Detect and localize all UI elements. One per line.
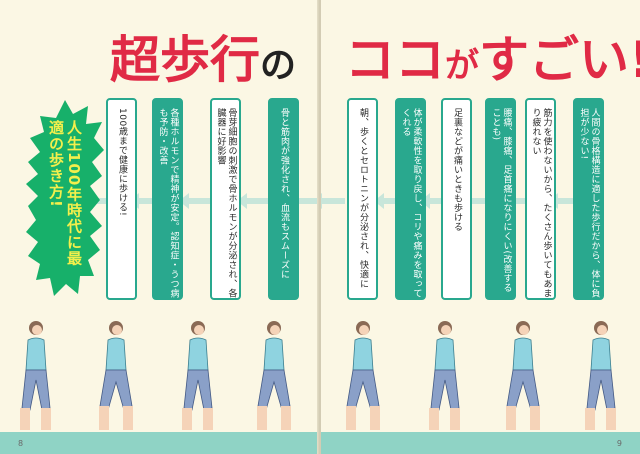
flow-arrow: [462, 193, 485, 209]
left-page: 超歩行の 人生100年時代に最適の歩き方! 100歳まで健康に歩ける! 各種ホル…: [0, 0, 319, 454]
benefit-text: 骨芽細胞の刺激で骨ホルモンが分泌され、各臓器に好影響: [215, 108, 237, 298]
walking-woman-illustration: [257, 321, 291, 430]
benefit-text: 足裏などが痛いときも歩ける: [452, 108, 462, 232]
book-gutter: [317, 0, 323, 454]
title-left: 超歩行の: [110, 32, 296, 94]
benefit-box-right-1: 人間の骨格構造に適した歩行だから、体に負担が少ない!: [573, 98, 604, 300]
benefit-text: 体が柔軟性を取り戻し、コリや痛みを取ってくれる: [400, 108, 422, 298]
walking-woman-illustration: [20, 321, 51, 430]
flow-arrow: [321, 193, 345, 209]
benefit-box-left-2: 骨芽細胞の刺激で骨ホルモンが分泌され、各臓器に好影響: [210, 98, 241, 300]
benefit-box-right-5: 体が柔軟性を取り戻し、コリや痛みを取ってくれる: [395, 98, 426, 300]
benefit-box-left-4: 100歳まで健康に歩ける!: [106, 98, 137, 300]
benefit-box-right-2: 筋力を使わないから、たくさん歩いてもあまり疲れない: [525, 98, 556, 300]
flow-arrow: [374, 193, 397, 209]
title-sugoi: すごい!: [479, 31, 640, 89]
flow-arrow: [129, 193, 152, 209]
benefit-text: 朝、歩くとセロトニンが分泌され、快適に: [358, 108, 368, 289]
flow-arrow: [179, 193, 210, 209]
benefit-box-right-4: 足裏などが痛いときも歩ける: [441, 98, 472, 300]
walking-woman-illustration: [429, 321, 460, 430]
floor-band: [0, 432, 319, 454]
benefit-box-left-1: 骨と筋肉が強化され、血流もスムーズに: [268, 98, 299, 300]
benefit-text: 各種ホルモンで精神が安定。認知症・うつ病も予防・改善: [157, 108, 179, 298]
benefit-text: 筋力を使わないから、たくさん歩いてもあまり疲れない: [530, 108, 552, 298]
right-page: ココがすごい! 朝、歩くとセロトニンが分泌され、快適に 体が柔軟性を取り戻し、コ…: [321, 0, 640, 454]
floor-band: [321, 432, 640, 454]
page-number-left: 8: [18, 439, 24, 448]
starburst-label: 人生100年時代に最適の歩き方!: [47, 120, 83, 267]
starburst-badge: [26, 100, 104, 296]
title-koko: ココ: [345, 31, 445, 89]
benefit-text: 100歳まで健康に歩ける!: [117, 108, 127, 217]
benefit-box-right-3: 腰痛、膝痛、足首痛になりにくい(改善することも): [485, 98, 516, 300]
page-number-right: 9: [616, 439, 622, 448]
flow-arrow: [237, 193, 268, 209]
walking-woman-illustration: [585, 321, 616, 430]
benefit-box-right-6: 朝、歩くとセロトニンが分泌され、快適に: [347, 98, 378, 300]
walking-woman-illustration: [182, 321, 213, 430]
title-particle-no: の: [260, 45, 297, 86]
benefit-text: 腰痛、膝痛、足首痛になりにくい(改善することも): [490, 108, 512, 293]
walking-woman-illustration: [99, 321, 133, 430]
starburst-text: 人生100年時代に最適の歩き方!: [30, 120, 100, 280]
benefit-text: 人間の骨格構造に適した歩行だから、体に負担が少ない!: [578, 108, 600, 298]
benefit-text: 骨と筋肉が強化され、血流もスムーズに: [279, 108, 289, 279]
walking-woman-illustration: [506, 321, 540, 430]
title-super-walking: 超歩行: [110, 31, 260, 89]
benefit-box-left-3: 各種ホルモンで精神が安定。認知症・うつ病も予防・改善: [152, 98, 183, 300]
title-right: ココがすごい!: [345, 32, 640, 94]
title-particle-ga: が: [445, 46, 479, 86]
walking-woman-illustration: [346, 321, 380, 430]
